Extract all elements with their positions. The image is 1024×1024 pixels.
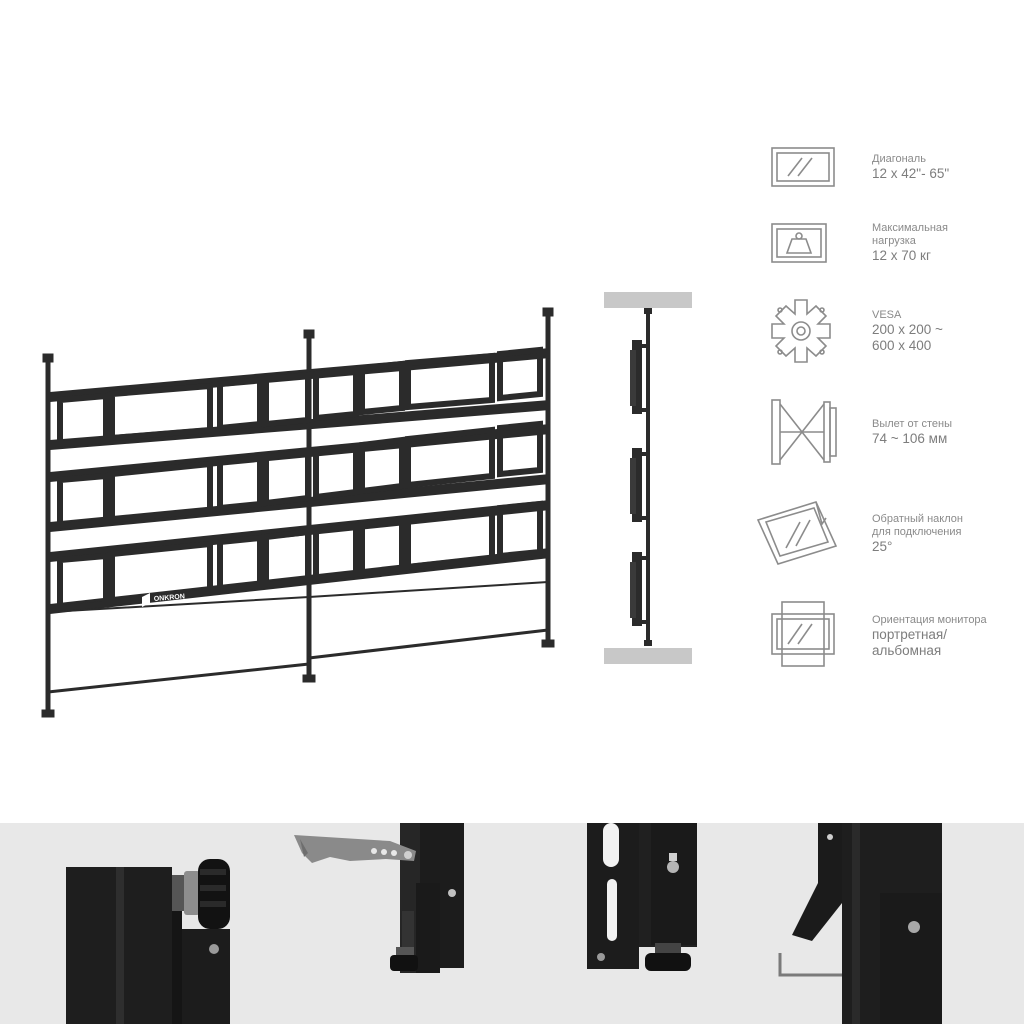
- spec-wall-distance: Вылет от стены 74 ~ 106 мм: [872, 418, 1022, 447]
- spec-label: Диагональ: [872, 153, 926, 165]
- spec-label: Вылет от стены: [872, 418, 952, 430]
- wall-distance-icon: [771, 399, 837, 465]
- spec-value: 12 x 70 кг: [872, 248, 931, 263]
- detail-lever-photo: [294, 823, 464, 973]
- detail-slot-plate-photo: [587, 823, 697, 971]
- screen-diagonal-icon: [771, 147, 835, 187]
- spec-label: Максимальная нагрузка: [872, 222, 948, 247]
- spec-diagonal: Диагональ 12 x 42"- 65": [872, 153, 1022, 182]
- detail-knob-photo: [66, 859, 230, 1024]
- spec-vesa: VESA 200 x 200 ~ 600 x 400: [872, 309, 1022, 354]
- vesa-icon: [771, 299, 831, 363]
- video-wall-mount-illustration: ONKRON: [41, 307, 555, 718]
- spec-value: 12 x 42"- 65": [872, 166, 950, 181]
- svg-text:ONKRON: ONKRON: [154, 593, 186, 603]
- spec-label: VESA: [872, 309, 902, 321]
- spec-value: 74 ~ 106 мм: [872, 431, 948, 446]
- spec-value: 25°: [872, 539, 893, 554]
- spec-orientation: Ориентация монитора портретная/ альбомна…: [872, 614, 1022, 659]
- weight-icon: [771, 223, 827, 263]
- side-view-illustration: [604, 292, 692, 664]
- spec-label: Ориентация монитора: [872, 614, 987, 626]
- spec-load: Максимальная нагрузка 12 x 70 кг: [872, 222, 1022, 264]
- tilt-icon: [756, 501, 838, 565]
- orientation-icon: [771, 601, 835, 667]
- detail-lock-hook-photo: [778, 823, 942, 1024]
- onkron-logo: ONKRON: [142, 593, 185, 607]
- spec-label: Обратный наклон для подключения: [872, 513, 963, 538]
- spec-value: 200 x 200 ~ 600 x 400: [872, 322, 943, 353]
- spec-tilt: Обратный наклон для подключения 25°: [872, 513, 1022, 555]
- spec-value: портретная/ альбомная: [872, 627, 947, 658]
